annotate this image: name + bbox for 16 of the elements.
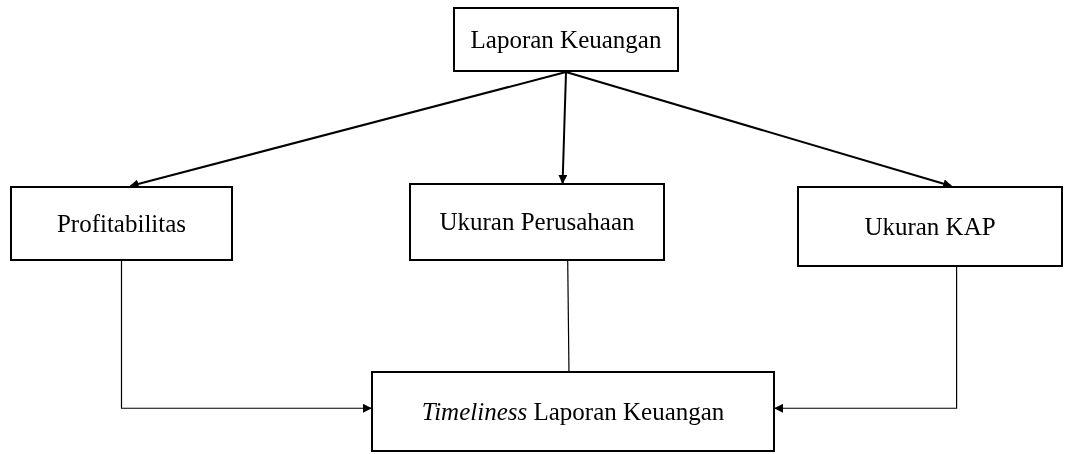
concept-box (453, 7, 679, 72)
arrow (120, 260, 372, 413)
concept-box (10, 186, 233, 261)
arrow (774, 266, 958, 413)
box-label: Ukuran KAP (864, 212, 996, 241)
concept-box (797, 186, 1063, 267)
box-label: Timeliness Laporan Keuangan (421, 397, 725, 426)
connector-line (567, 260, 570, 372)
box-label: Laporan Keuangan (470, 25, 662, 54)
concept-box (409, 183, 665, 261)
box-label: Profitabilitas (56, 209, 187, 238)
concept-box (371, 371, 775, 452)
arrow (558, 71, 568, 184)
box-label: Ukuran Perusahaan (439, 208, 635, 236)
arrow (565, 71, 953, 188)
arrow (129, 71, 567, 189)
